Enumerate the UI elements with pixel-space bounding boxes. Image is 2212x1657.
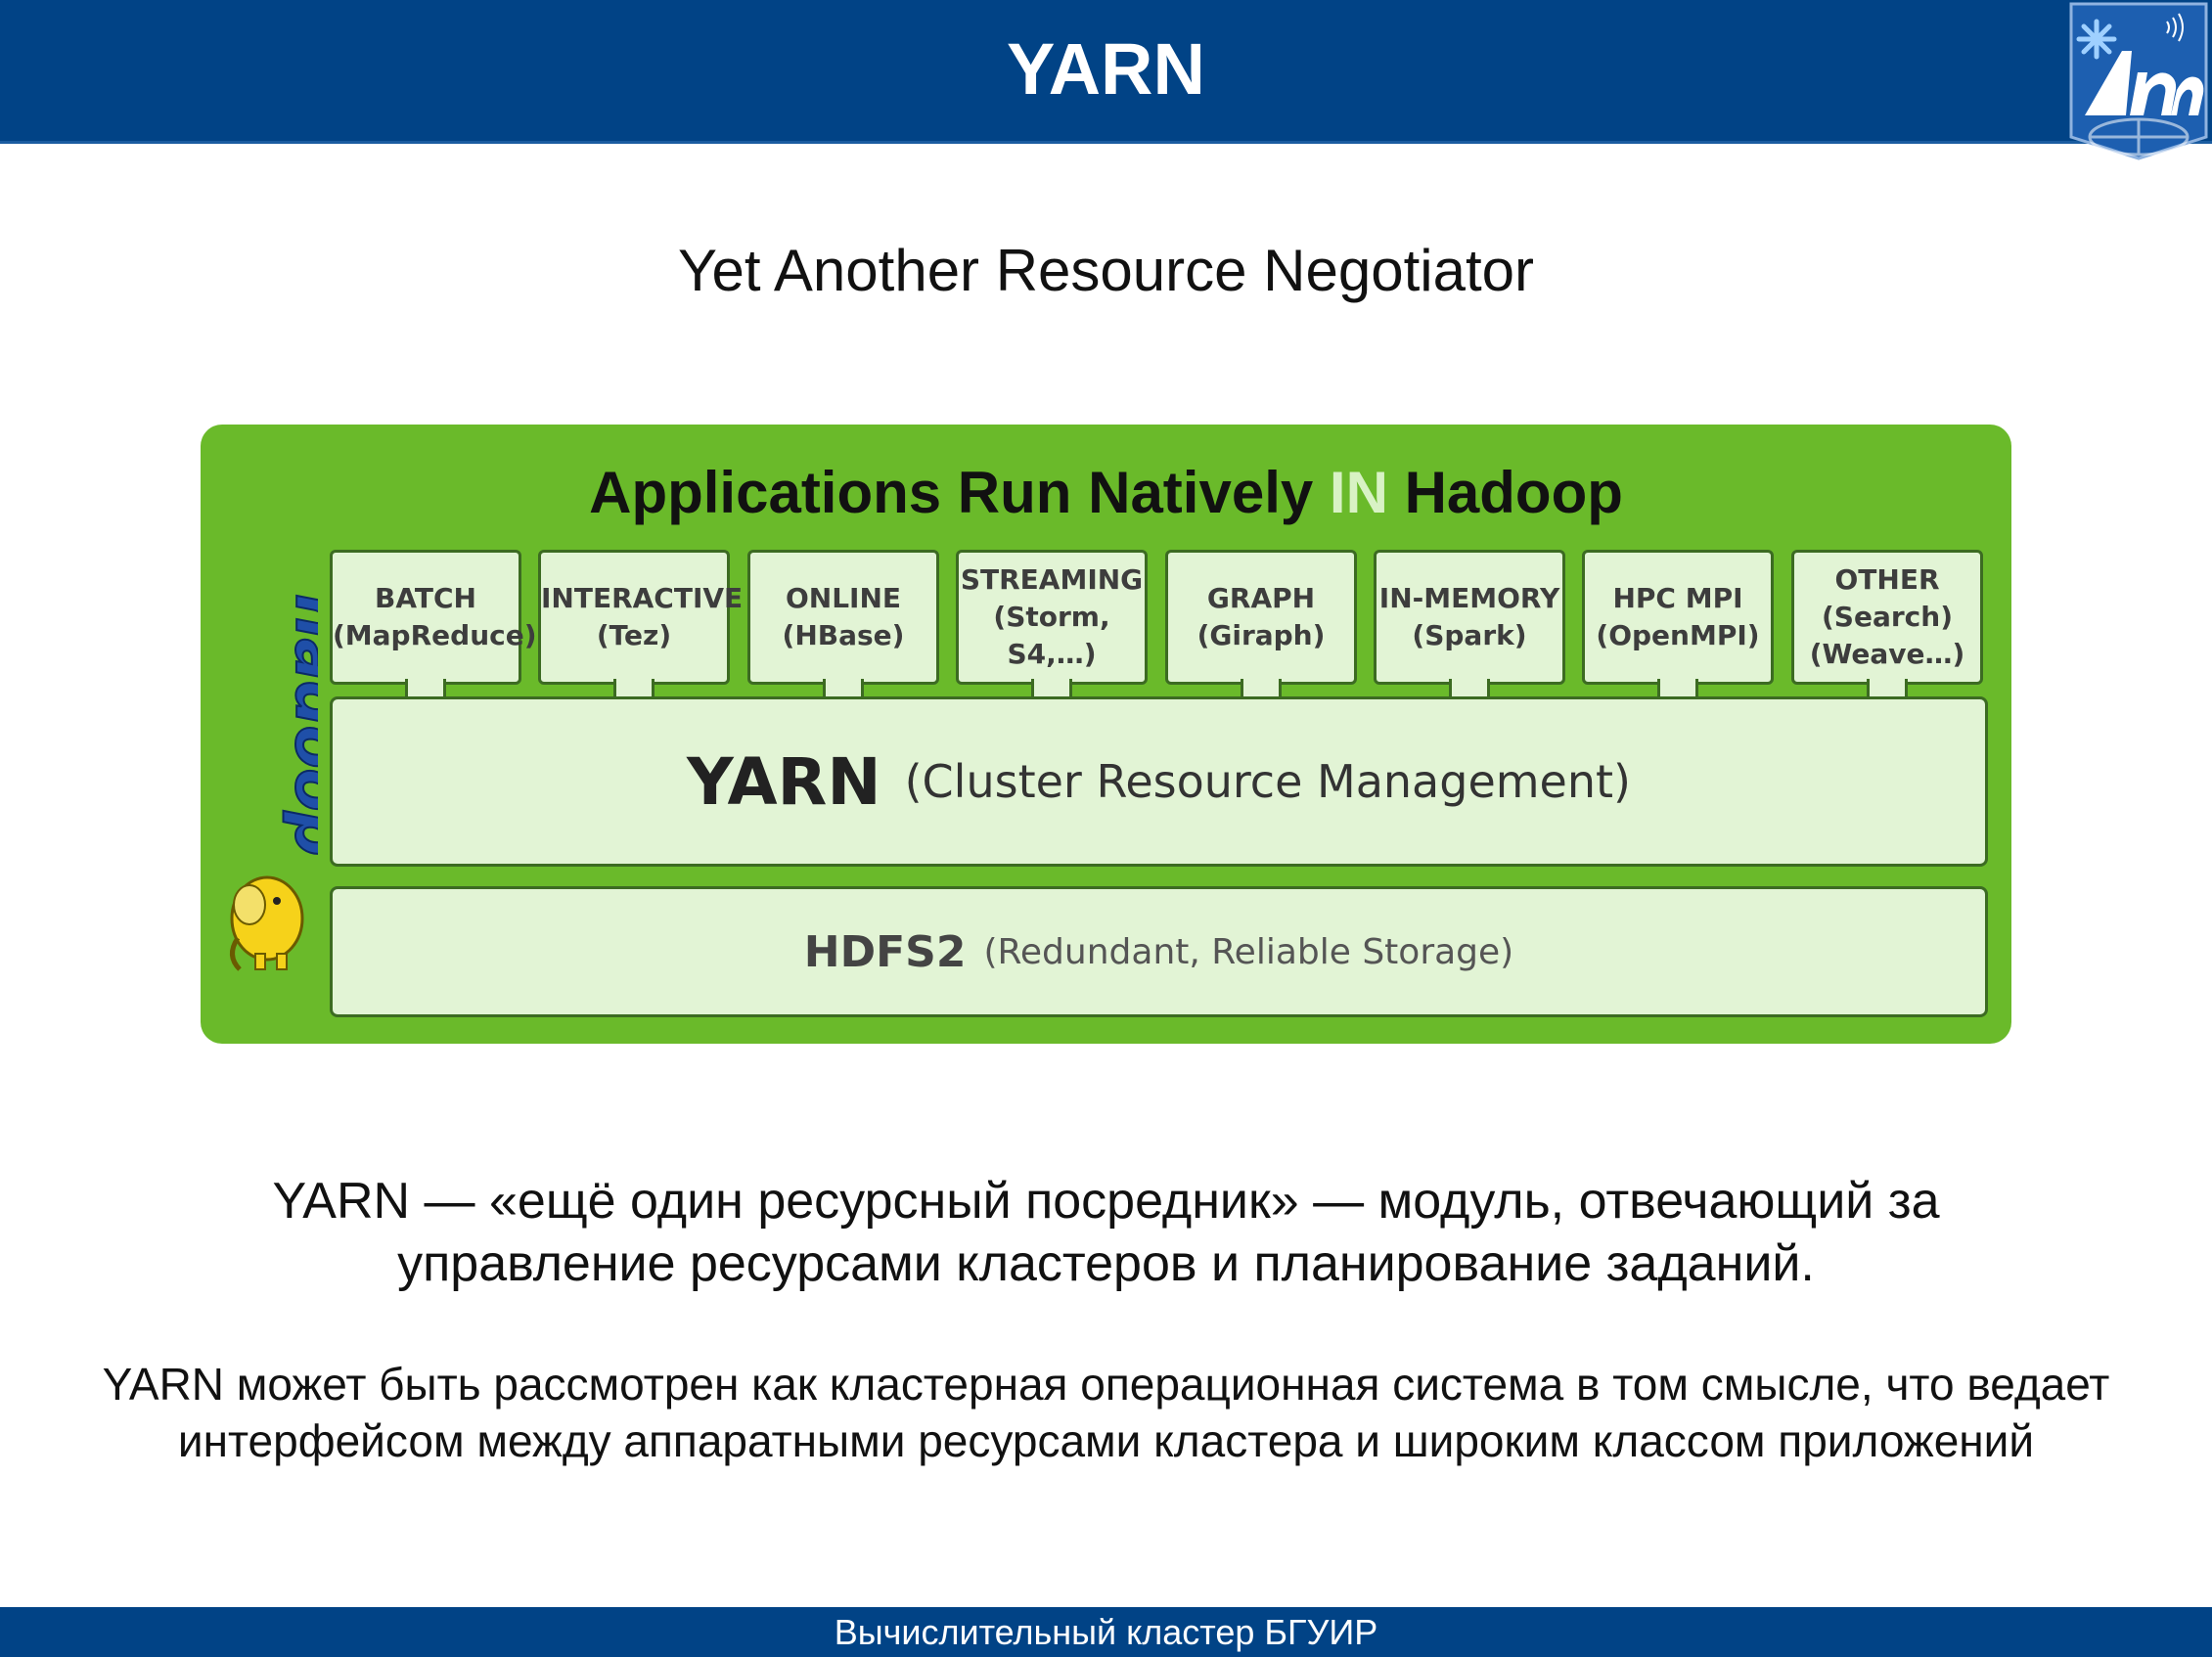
slide-subtitle: Yet Another Resource Negotiator [677, 238, 1534, 303]
app-box-detail: (Spark) [1412, 619, 1527, 651]
app-box-name: HPC MPI [1612, 582, 1743, 614]
hadoop-logo-text: hadoop [281, 594, 318, 856]
app-box-detail: (Search) [1822, 601, 1953, 633]
diagram-title-part2: Hadoop [1387, 460, 1623, 525]
app-box: HPC MPI (OpenMPI) [1582, 550, 1774, 685]
app-box-name: INTERACTIVE [541, 582, 744, 614]
hadoop-architecture-diagram: Applications Run Natively IN Hadoop hado… [201, 425, 2011, 1044]
app-box: ONLINE (HBase) [747, 550, 939, 685]
hdfs-layer: HDFS2 (Redundant, Reliable Storage) [330, 886, 1988, 1017]
app-box: IN-MEMORY (Spark) [1374, 550, 1565, 685]
app-box-detail: (Storm, S4,…) [993, 601, 1110, 670]
app-box: OTHER (Search) (Weave…) [1791, 550, 1983, 685]
app-box: INTERACTIVE (Tez) [538, 550, 744, 685]
app-box: STREAMING (Storm, S4,…) [956, 550, 1148, 685]
diagram-title-highlight: IN [1329, 460, 1388, 525]
hdfs-layer-name: HDFS2 [803, 926, 967, 977]
app-box-name: BATCH [375, 582, 476, 614]
diagram-title: Applications Run Natively IN Hadoop [201, 458, 2011, 528]
university-logo-icon [2069, 2, 2208, 160]
description-paragraph-1: YARN — «ещё один ресурсный посредник» — … [272, 1173, 1940, 1292]
header-bar: YARN [0, 0, 2212, 160]
yarn-layer-name: YARN [686, 743, 881, 820]
footer-bar: Вычислительный кластер БГУИР [0, 1607, 2212, 1657]
app-box-detail: (Giraph) [1196, 619, 1326, 651]
app-box-detail: (Tez) [596, 619, 672, 651]
description-paragraph-2: YARN может быть рассмотрен как кластерна… [102, 1359, 2110, 1466]
yarn-layer-desc: (Cluster Resource Management) [904, 755, 1631, 808]
app-box-detail: (OpenMPI) [1596, 619, 1760, 651]
hdfs-layer-desc: (Redundant, Reliable Storage) [983, 931, 1514, 972]
app-box-name: GRAPH [1206, 582, 1316, 614]
app-box-detail: (MapReduce) [333, 619, 537, 651]
app-box-name: OTHER [1834, 563, 1940, 596]
diagram-title-part1: Applications Run Natively [589, 460, 1330, 525]
app-box: GRAPH (Giraph) [1165, 550, 1357, 685]
app-box-name: ONLINE [785, 582, 902, 614]
slide-title: YARN [1007, 28, 1205, 110]
yarn-layer: YARN (Cluster Resource Management) [330, 696, 1988, 867]
app-box-name: IN-MEMORY [1378, 582, 1560, 614]
app-box-detail: (Weave…) [1809, 638, 1965, 670]
hadoop-elephant-icon [230, 875, 304, 971]
app-box: BATCH (MapReduce) [330, 550, 537, 685]
hadoop-logo: hadoop [230, 593, 318, 971]
app-box-name: STREAMING [960, 563, 1144, 596]
app-box-detail: (HBase) [782, 619, 905, 651]
